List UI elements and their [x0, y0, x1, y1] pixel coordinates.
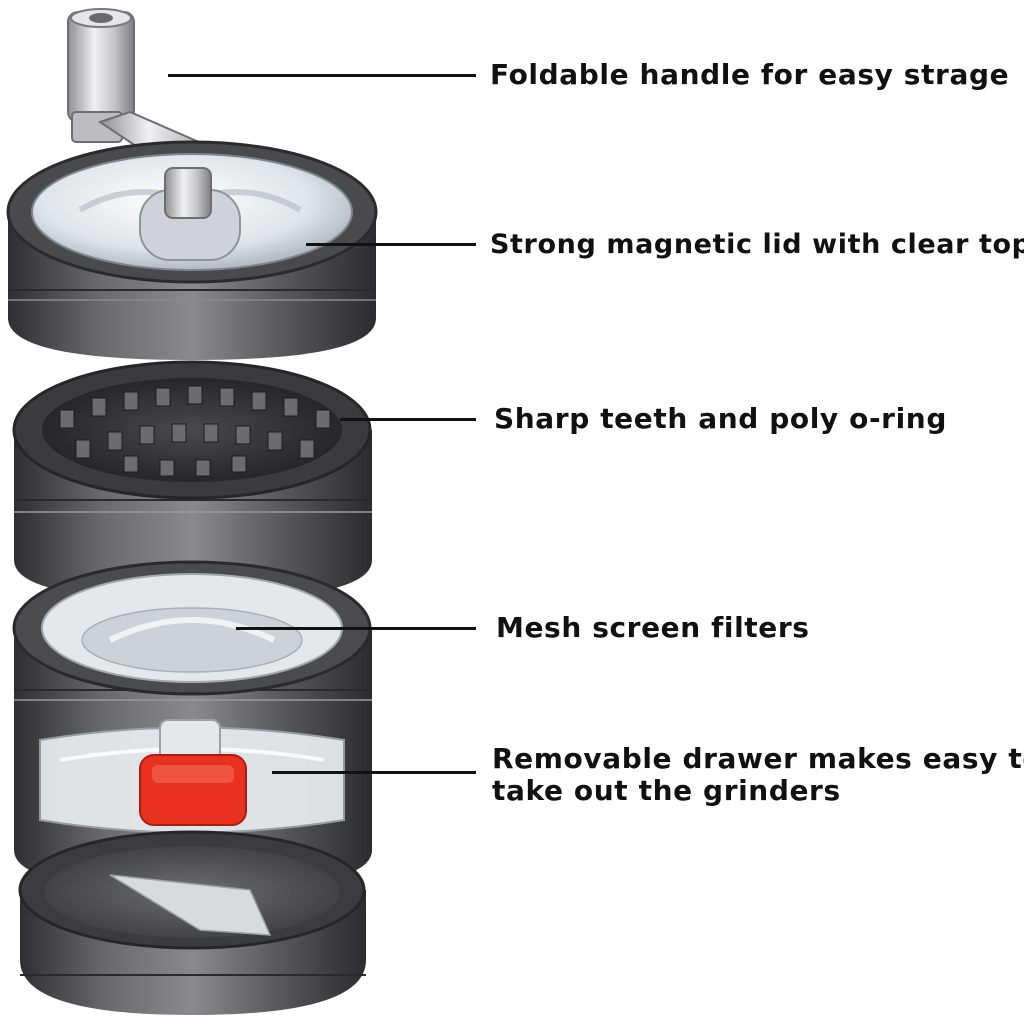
callout-lid: Strong magnetic lid with clear top: [490, 229, 1024, 260]
leader-line-teeth: [340, 418, 476, 421]
callout-teeth: Sharp teeth and poly o-ring: [494, 402, 947, 435]
grinder-lid-icon: [6, 140, 378, 360]
grinder-teeth-icon: [12, 360, 372, 600]
leader-line-mesh: [236, 627, 476, 630]
leader-line-lid: [306, 243, 476, 246]
callout-handle: Foldable handle for easy strage: [490, 58, 1010, 91]
grinder-base-icon: [18, 830, 366, 1015]
callout-mesh: Mesh screen filters: [496, 611, 810, 644]
callout-drawer-line-1: Removable drawer makes easy to: [492, 742, 1024, 775]
callout-drawer-line-2: take out the grinders: [492, 774, 841, 807]
leader-line-drawer: [272, 771, 476, 774]
drawer-button-icon: [139, 719, 247, 826]
leader-line-handle: [168, 74, 476, 77]
